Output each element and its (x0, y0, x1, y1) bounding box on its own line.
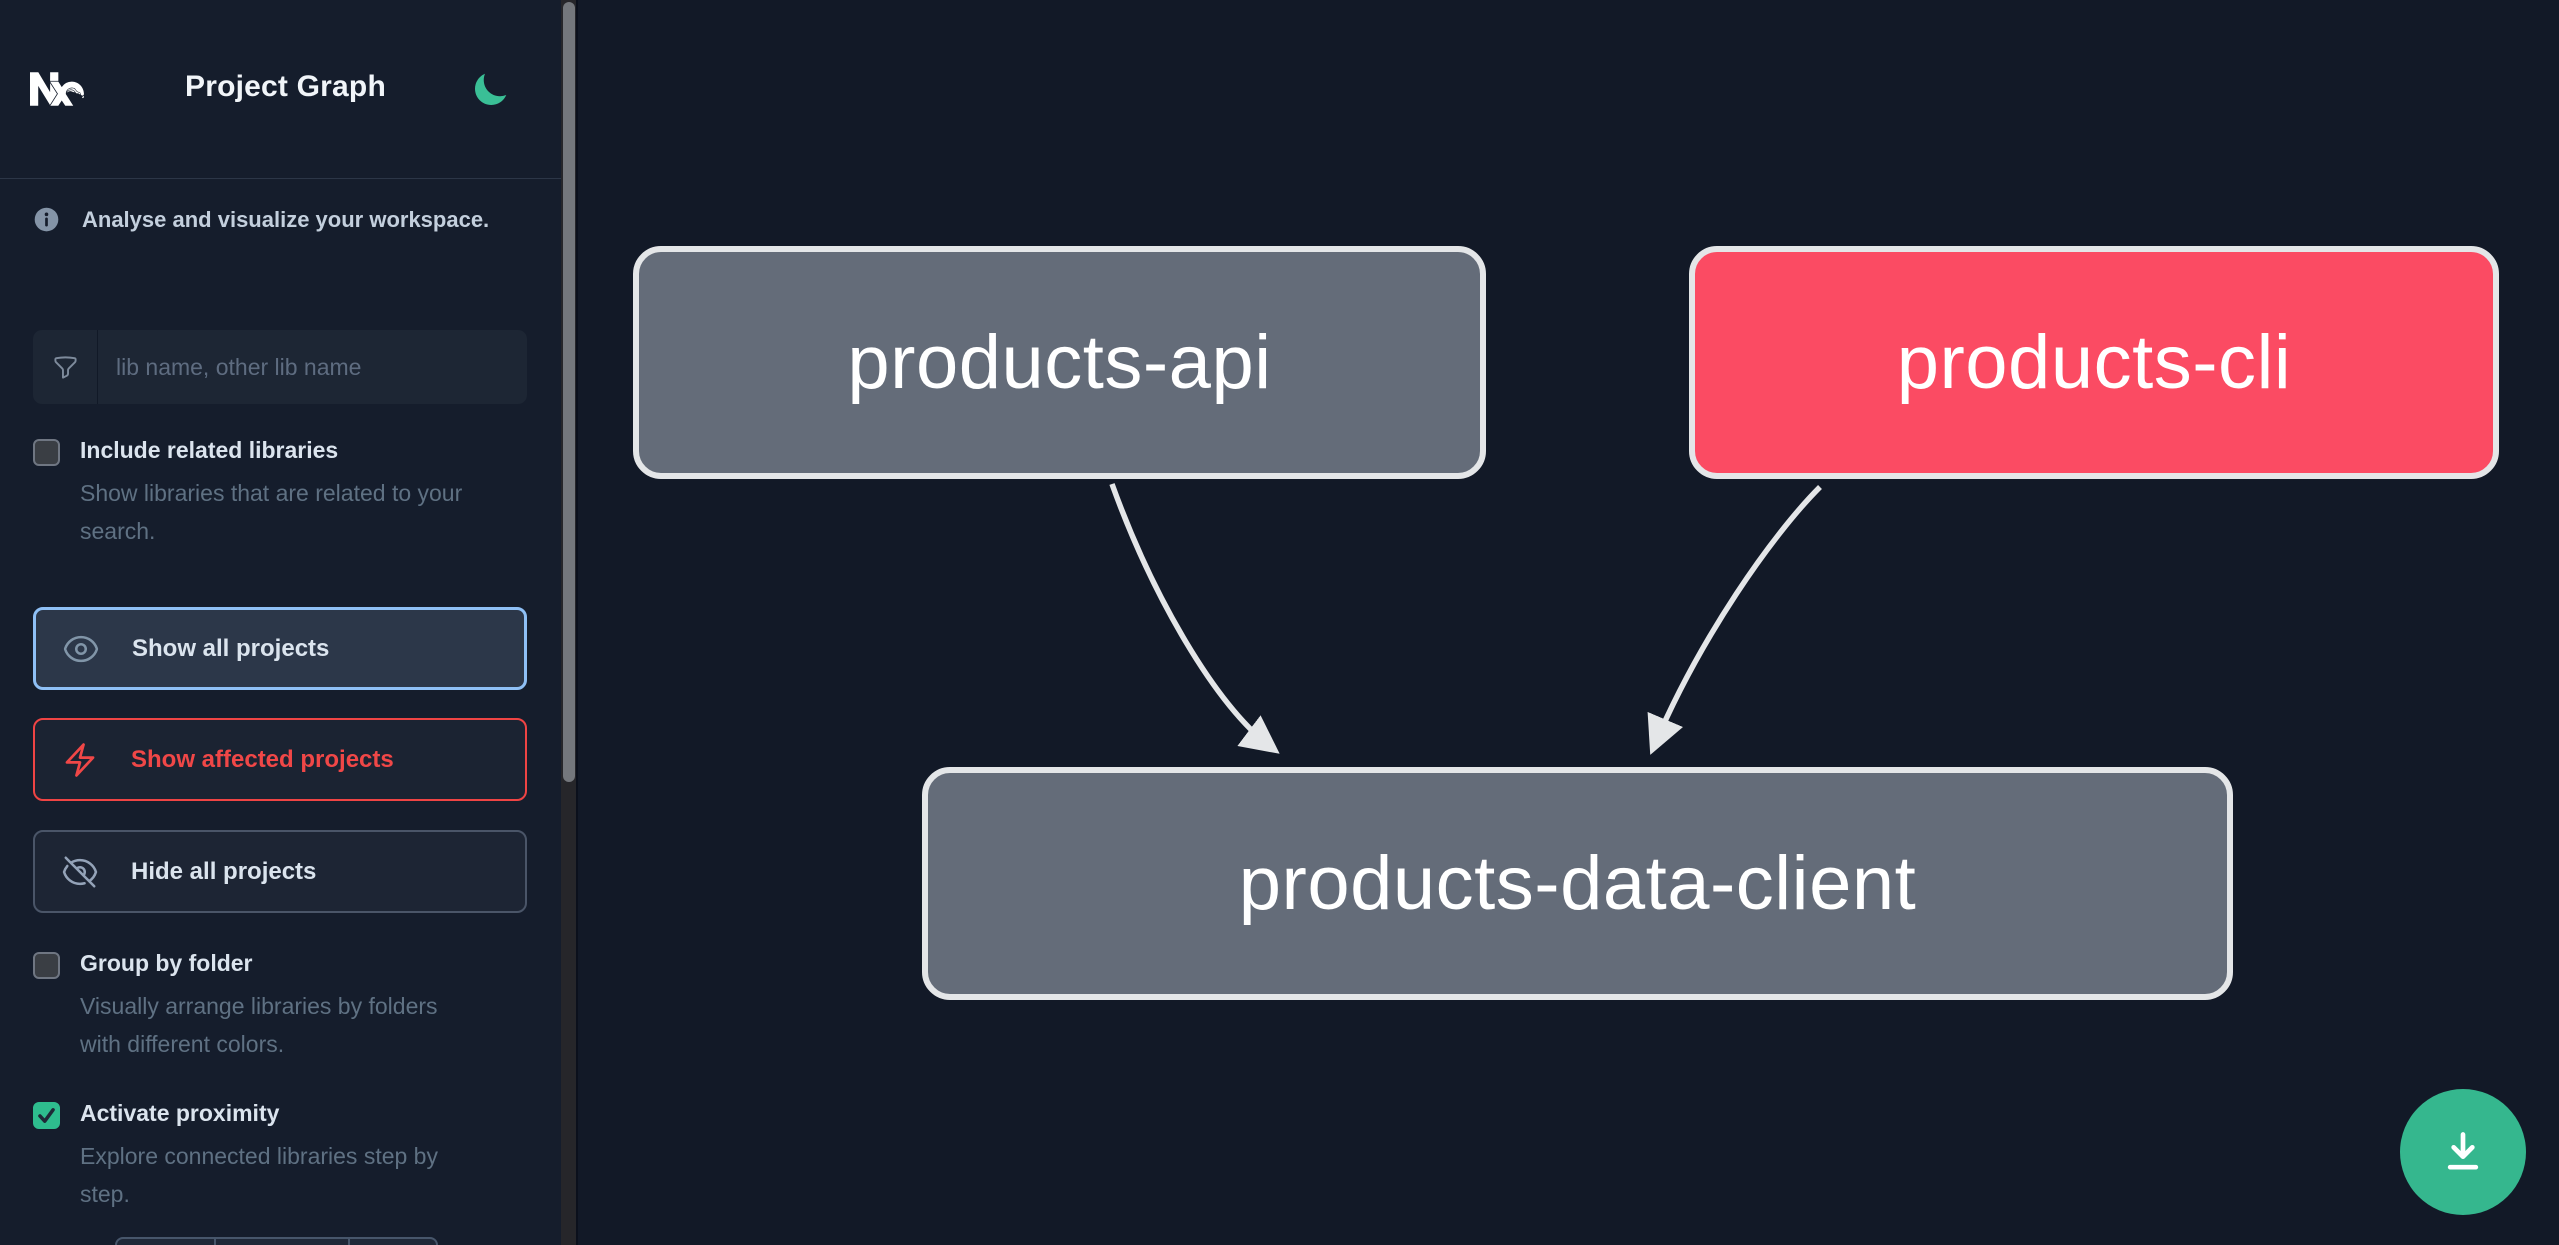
download-icon (2447, 1132, 2479, 1170)
eye-slash-icon (62, 855, 98, 888)
info-icon (34, 207, 59, 232)
show-affected-projects-button[interactable]: Show affected projects (33, 718, 527, 801)
eye-icon (63, 635, 99, 662)
stepper-segment-2[interactable] (214, 1239, 350, 1245)
include-related-description: Show libraries that are related to your … (80, 480, 463, 544)
download-graph-button[interactable] (2400, 1089, 2526, 1215)
sidebar-scrollbar-thumb[interactable] (562, 2, 575, 782)
hide-all-projects-label: Hide all projects (131, 857, 317, 885)
show-affected-projects-label: Show affected projects (131, 745, 394, 773)
tagline-text: Analyse and visualize your workspace. (82, 206, 490, 232)
activate-proximity-description: Explore connected libraries step by step… (80, 1143, 438, 1207)
show-all-projects-label: Show all projects (132, 634, 330, 662)
search-input[interactable] (98, 330, 527, 404)
include-related-checkbox[interactable] (33, 439, 60, 466)
node-label: products-api (847, 320, 1272, 405)
graph-node-products-data-client[interactable]: products-data-client (922, 767, 2233, 1000)
activate-proximity-checkbox[interactable] (33, 1102, 60, 1129)
nx-logo-icon (30, 72, 84, 106)
graph-node-products-api[interactable]: products-api (633, 246, 1486, 479)
graph-node-products-cli[interactable]: products-cli (1689, 246, 2499, 479)
bolt-icon (65, 742, 95, 777)
graph-canvas[interactable] (578, 0, 2559, 1245)
stepper-segment-1[interactable] (117, 1239, 214, 1245)
dark-mode-toggle-moon-icon[interactable] (470, 70, 510, 110)
include-related-label: Include related libraries (80, 437, 339, 463)
sidebar-scrollbar-track[interactable] (561, 0, 576, 1245)
show-all-projects-button[interactable]: Show all projects (33, 607, 527, 690)
proximity-stepper-controls-partial (115, 1237, 438, 1245)
activate-proximity-label: Activate proximity (80, 1100, 280, 1126)
stepper-segment-3[interactable] (350, 1239, 436, 1245)
sidebar-header: Project Graph (0, 0, 576, 179)
node-label: products-cli (1896, 320, 2292, 405)
hide-all-projects-button[interactable]: Hide all projects (33, 830, 527, 913)
search-box (33, 330, 527, 404)
checkmark-icon (38, 1108, 55, 1123)
page-title: Project Graph (185, 70, 386, 103)
node-label: products-data-client (1238, 841, 1917, 926)
group-by-folder-label: Group by folder (80, 950, 253, 976)
group-by-folder-checkbox[interactable] (33, 952, 60, 979)
filter-funnel-icon (33, 330, 98, 404)
sidebar: Project Graph Analyse and visualize your… (0, 0, 578, 1245)
group-by-folder-description: Visually arrange libraries by folders wi… (80, 993, 438, 1057)
workspace-tagline-row: Analyse and visualize your workspace. (33, 206, 489, 233)
